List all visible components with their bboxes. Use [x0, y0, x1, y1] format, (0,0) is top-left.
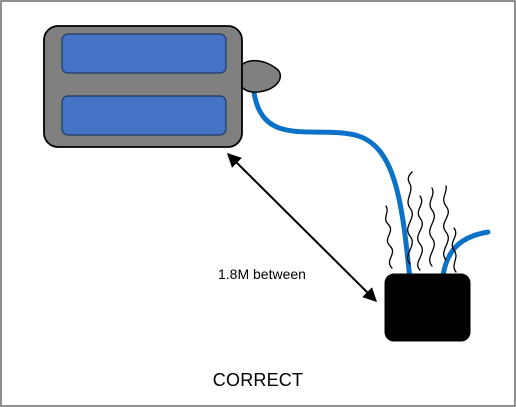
space-heater-icon: [43, 25, 243, 148]
heater-panel-bottom: [61, 95, 227, 136]
smoke-wisp-4: [429, 187, 435, 267]
smoke-wisp-5: [443, 185, 449, 261]
smoke-wisp-3: [417, 195, 423, 271]
heater-panel-top: [61, 33, 227, 74]
power-outlet-icon: [384, 273, 471, 342]
caption-label: CORRECT: [212, 370, 304, 390]
smoke-wisp-icon: [385, 171, 457, 273]
smoke-wisp-6: [451, 227, 457, 273]
smoke-wisp-2: [407, 171, 413, 265]
distance-label: 1.8M between: [218, 266, 306, 282]
distance-arrow: [227, 153, 377, 302]
heater-plug-connector: [237, 60, 282, 93]
heater-power-cable: [250, 81, 413, 283]
smoke-wisp-1: [385, 205, 394, 269]
